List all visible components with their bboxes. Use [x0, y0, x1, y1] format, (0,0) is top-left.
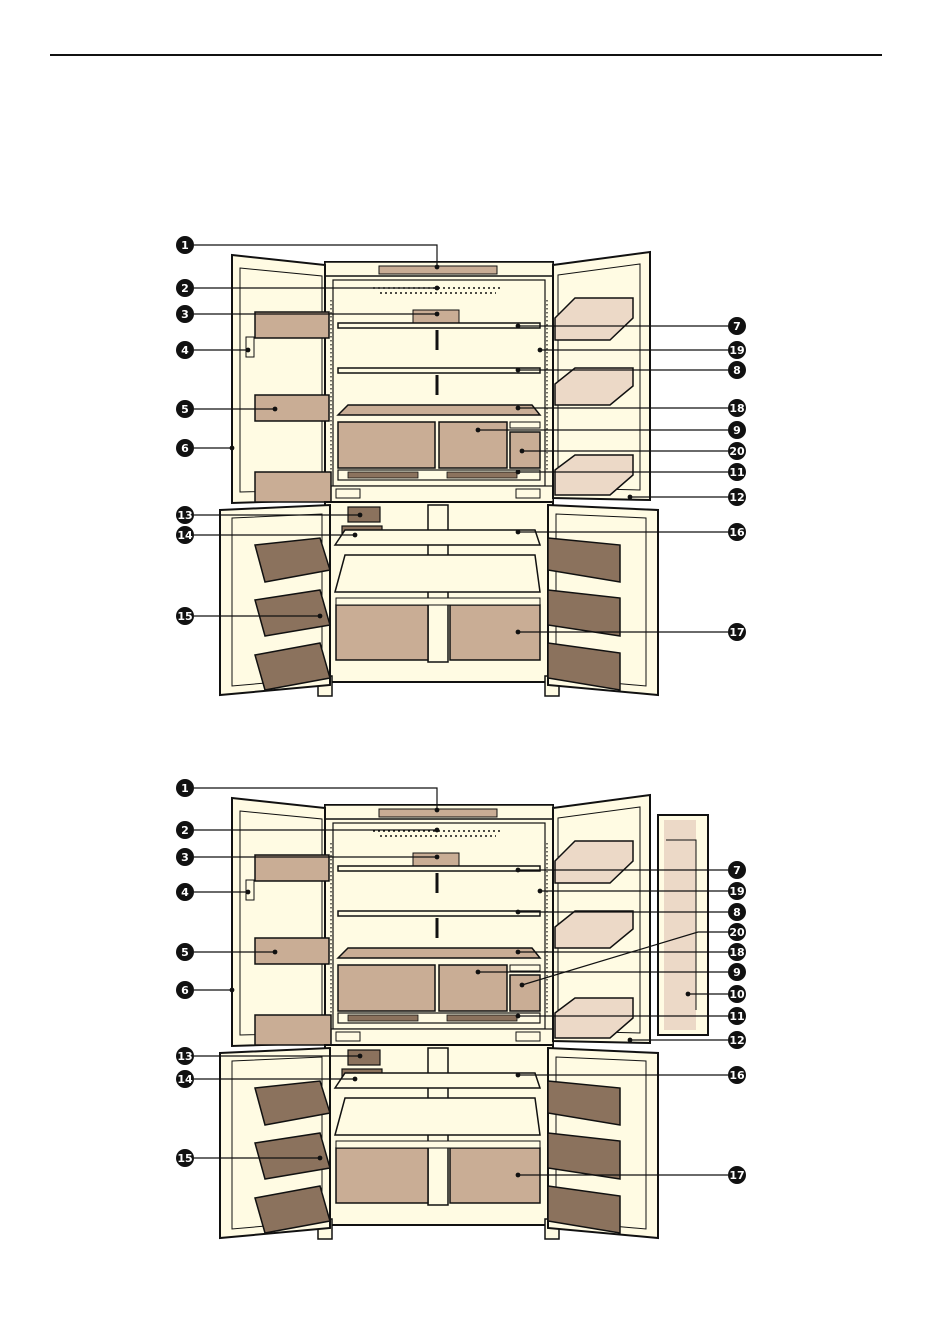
- callout-number: 13: [177, 509, 192, 522]
- callout-target-dot: [476, 970, 481, 975]
- callout-target-dot: [230, 446, 235, 451]
- callout-target-dot: [435, 808, 440, 813]
- callout-target-dot: [516, 950, 521, 955]
- callout-number: 18: [729, 402, 744, 415]
- callout-target-dot: [435, 855, 440, 860]
- callout-target-dot: [516, 630, 521, 635]
- callout-number: 10: [729, 988, 745, 1001]
- callout-target-dot: [318, 1156, 323, 1161]
- callout-target-dot: [516, 406, 521, 411]
- callout-number: 1: [181, 782, 189, 795]
- fridge-illustration-bottom: [220, 795, 708, 1239]
- callout-target-dot: [628, 495, 633, 500]
- callout-number: 12: [729, 491, 744, 504]
- callout-number: 17: [729, 626, 744, 639]
- callout-number: 14: [177, 529, 193, 542]
- callout-target-dot: [628, 1038, 633, 1043]
- callout-target-dot: [273, 950, 278, 955]
- callout-target-dot: [358, 513, 363, 518]
- callout-target-dot: [516, 1014, 521, 1019]
- callout-number: 3: [181, 851, 189, 864]
- callout-number: 12: [729, 1034, 744, 1047]
- callout-target-dot: [516, 868, 521, 873]
- callout-number: 2: [181, 824, 189, 837]
- callout-number: 11: [729, 466, 744, 479]
- callout-target-dot: [516, 1073, 521, 1078]
- callout-number: 16: [729, 1069, 745, 1082]
- callout-target-dot: [476, 428, 481, 433]
- callout-target-dot: [516, 910, 521, 915]
- callout-number: 15: [177, 1152, 192, 1165]
- callout-target-dot: [246, 890, 251, 895]
- callout-target-dot: [516, 324, 521, 329]
- callout-number: 3: [181, 308, 189, 321]
- callout-target-dot: [230, 988, 235, 993]
- callout-number: 14: [177, 1073, 193, 1086]
- callout-number: 19: [729, 344, 744, 357]
- callout-6: 6: [176, 439, 234, 457]
- callout-number: 7: [733, 864, 741, 877]
- callout-number: 17: [729, 1169, 744, 1182]
- callout-target-dot: [435, 828, 440, 833]
- callout-target-dot: [353, 533, 358, 538]
- fridge-illustration-top: [220, 252, 658, 696]
- callout-number: 2: [181, 282, 189, 295]
- callout-number: 15: [177, 610, 192, 623]
- callout-number: 5: [181, 403, 189, 416]
- callout-target-dot: [353, 1077, 358, 1082]
- callout-number: 6: [181, 442, 189, 455]
- callout-number: 1: [181, 239, 189, 252]
- callout-target-dot: [435, 312, 440, 317]
- callout-number: 11: [729, 1010, 744, 1023]
- callout-target-dot: [273, 407, 278, 412]
- callout-number: 6: [181, 984, 189, 997]
- callout-target-dot: [435, 286, 440, 291]
- callout-target-dot: [246, 348, 251, 353]
- callout-number: 9: [733, 424, 741, 437]
- callout-number: 19: [729, 885, 744, 898]
- callout-6: 6: [176, 981, 234, 999]
- callout-target-dot: [516, 470, 521, 475]
- callout-target-dot: [318, 614, 323, 619]
- callout-number: 9: [733, 966, 741, 979]
- callout-target-dot: [538, 348, 543, 353]
- callout-number: 20: [729, 926, 745, 939]
- callout-number: 4: [181, 886, 189, 899]
- callout-number: 18: [729, 946, 744, 959]
- callout-number: 5: [181, 946, 189, 959]
- callout-number: 20: [729, 445, 745, 458]
- callout-target-dot: [358, 1054, 363, 1059]
- callout-target-dot: [686, 992, 691, 997]
- callout-target-dot: [516, 368, 521, 373]
- callout-target-dot: [435, 265, 440, 270]
- callout-number: 4: [181, 344, 189, 357]
- callout-target-dot: [520, 449, 525, 454]
- callout-number: 13: [177, 1050, 192, 1063]
- callout-target-dot: [516, 530, 521, 535]
- callout-number: 16: [729, 526, 745, 539]
- callout-target-dot: [520, 983, 525, 988]
- callout-number: 8: [733, 906, 741, 919]
- callout-number: 8: [733, 364, 741, 377]
- callout-target-dot: [516, 1173, 521, 1178]
- callout-number: 7: [733, 320, 741, 333]
- callout-target-dot: [538, 889, 543, 894]
